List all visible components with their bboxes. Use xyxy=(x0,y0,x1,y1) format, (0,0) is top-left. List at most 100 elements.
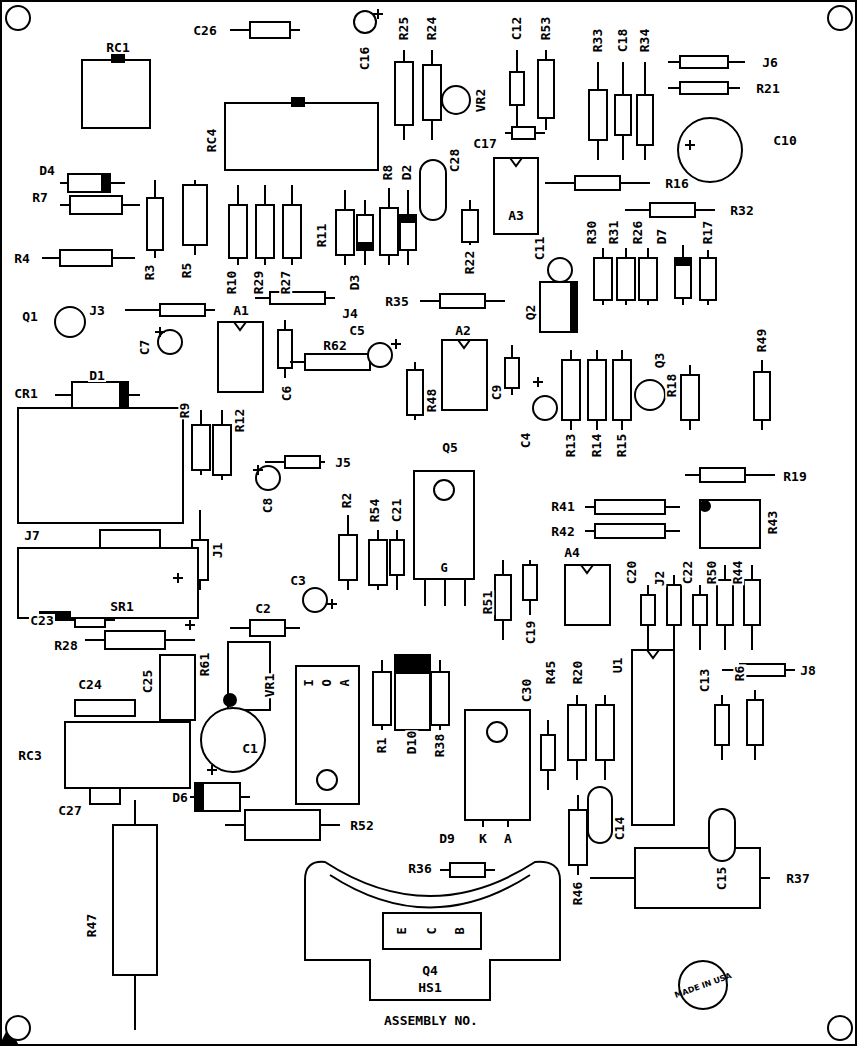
part-label: J4 xyxy=(341,307,359,320)
resistor-symbol xyxy=(250,620,285,636)
package-outline xyxy=(632,650,674,825)
package-body: G xyxy=(413,470,475,580)
part-label: R49 xyxy=(755,327,768,352)
resistor-symbol xyxy=(60,250,112,266)
part-label: D7 xyxy=(656,227,669,245)
part-label: R22 xyxy=(463,249,476,274)
part-label: R36 xyxy=(407,862,432,875)
heatsink-edge xyxy=(330,875,530,908)
diode-band xyxy=(400,215,416,222)
pin1-notch xyxy=(234,322,246,330)
part-label: ASSEMBLY NO. xyxy=(383,1014,479,1027)
part-label: R6 xyxy=(734,664,747,682)
part-label: RC1 xyxy=(105,41,130,54)
part-label: R32 xyxy=(729,204,754,217)
round-outline xyxy=(6,1016,30,1040)
resistor-symbol xyxy=(613,360,631,420)
heatsink-outline xyxy=(305,862,560,1000)
resistor-symbol xyxy=(594,258,612,300)
part-label: A2 xyxy=(454,324,472,337)
part-label: R45 xyxy=(544,659,557,684)
part-label: R62 xyxy=(322,339,347,352)
resistor-symbol xyxy=(192,425,210,470)
resistor-symbol xyxy=(407,370,423,415)
part-label: A3 xyxy=(507,209,525,222)
polarity-mark xyxy=(292,98,304,106)
plus-mark xyxy=(177,573,179,583)
part-label: R47 xyxy=(85,912,98,937)
part-label: R61 xyxy=(198,651,211,676)
resistor-symbol xyxy=(747,700,763,745)
part-label: RC3 xyxy=(17,749,42,762)
package-outline xyxy=(18,548,198,618)
diode-band xyxy=(675,258,691,265)
part-label: R42 xyxy=(550,525,575,538)
package-body: ECB xyxy=(382,912,482,950)
resistor-symbol xyxy=(700,468,745,482)
part-label: R46 xyxy=(571,880,584,905)
resistor-symbol xyxy=(245,810,320,840)
part-label: A4 xyxy=(563,546,581,559)
resistor-symbol xyxy=(256,205,274,258)
diode-band xyxy=(195,783,203,811)
pin1-notch xyxy=(647,650,659,658)
resistor-symbol xyxy=(744,580,760,625)
resistor-symbol xyxy=(575,176,620,190)
resistor-symbol xyxy=(569,810,587,865)
resistor-symbol xyxy=(510,72,524,105)
resistor-symbol xyxy=(541,735,555,770)
part-label: D1 xyxy=(88,369,106,382)
part-label: R8 xyxy=(382,163,395,181)
resistor-symbol xyxy=(595,524,665,538)
resistor-symbol xyxy=(680,56,728,68)
resistor-symbol xyxy=(717,580,733,625)
pin-label: A xyxy=(339,679,351,686)
part-label: RC4 xyxy=(205,127,218,152)
resistor-symbol xyxy=(588,360,606,420)
part-label: R51 xyxy=(481,589,494,614)
part-label: R30 xyxy=(585,219,598,244)
polarity-mark xyxy=(395,655,430,673)
part-label: R1 xyxy=(376,736,389,754)
round-outline xyxy=(303,588,327,612)
part-label: C28 xyxy=(448,147,461,172)
resistor-symbol xyxy=(373,672,391,725)
part-label: R10 xyxy=(225,269,238,294)
part-label: R9 xyxy=(179,401,192,419)
resistor-symbol xyxy=(639,258,657,300)
part-label: C16 xyxy=(358,45,371,70)
part-label: R18 xyxy=(665,372,678,397)
part-label: C7 xyxy=(139,338,152,356)
resistor-symbol xyxy=(512,127,535,139)
pin-label: O xyxy=(321,679,333,686)
round-outline xyxy=(548,258,572,282)
part-label: R17 xyxy=(701,219,714,244)
resistor-symbol xyxy=(650,203,695,217)
package-outline xyxy=(700,500,760,548)
part-label: C20 xyxy=(625,559,638,584)
resistor-symbol xyxy=(450,863,485,877)
part-label: C27 xyxy=(57,804,82,817)
part-label: R7 xyxy=(31,191,49,204)
diode-symbol xyxy=(400,215,416,250)
diode-symbol xyxy=(195,783,240,811)
part-label: D10 xyxy=(405,729,418,754)
part-label: VR2 xyxy=(474,87,487,112)
part-label: J6 xyxy=(761,56,779,69)
resistor-symbol xyxy=(637,95,653,145)
resistor-symbol xyxy=(562,360,580,420)
part-label: C24 xyxy=(77,678,102,691)
part-label: R35 xyxy=(384,295,409,308)
part-label: C17 xyxy=(472,137,497,150)
part-label: R28 xyxy=(53,639,78,652)
resistor-symbol xyxy=(213,425,231,475)
polarity-mark xyxy=(112,55,124,62)
round-outline xyxy=(533,396,557,420)
lead-line xyxy=(424,580,426,606)
round-outline xyxy=(55,307,85,337)
part-label: R44 xyxy=(731,559,744,584)
package-outline xyxy=(218,322,263,392)
part-label: VR1 xyxy=(263,672,276,697)
resistor-symbol xyxy=(283,205,301,258)
